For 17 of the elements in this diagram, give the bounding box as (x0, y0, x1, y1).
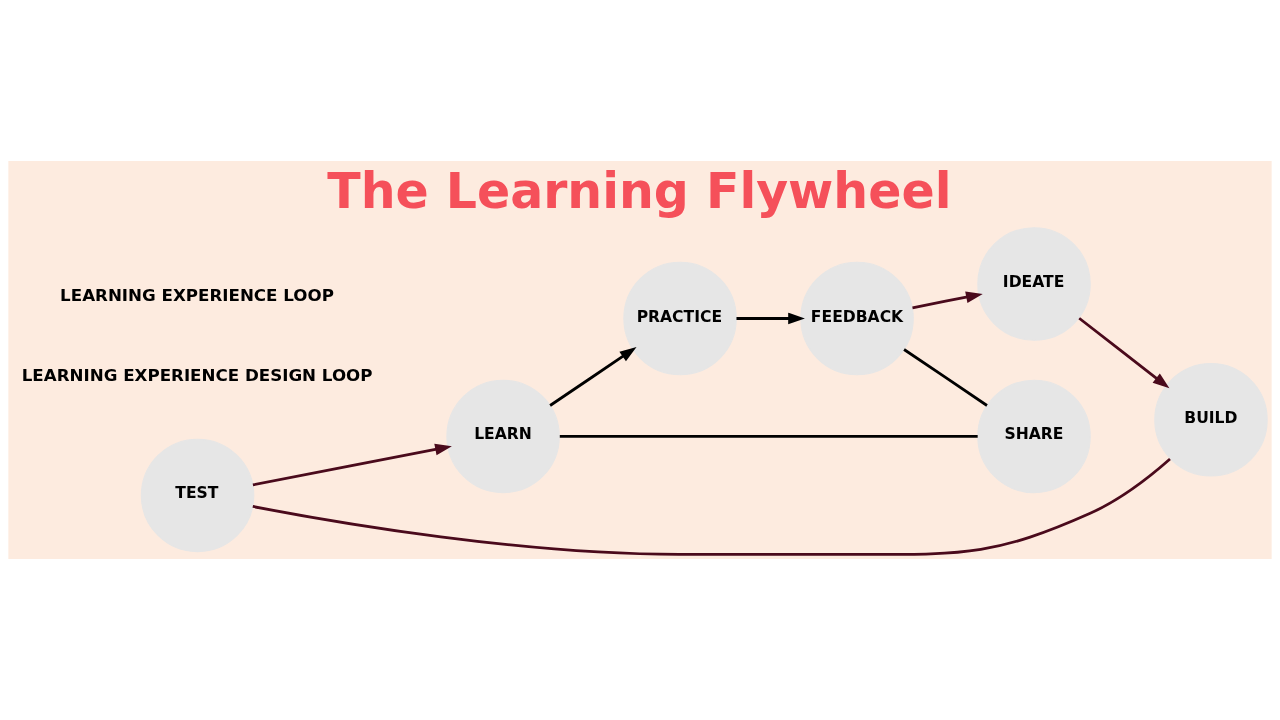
node-circle: IDEATE (977, 227, 1091, 341)
label: LEARNING EXPERIENCE DESIGN LOOP (21, 366, 373, 386)
connector (252, 458, 1171, 556)
arrow (736, 312, 805, 325)
diagram-title: The Learning Flywheel (327, 162, 952, 220)
arrow (252, 443, 452, 487)
connector (903, 348, 988, 407)
node-circle: FEEDBACK (800, 261, 914, 376)
node-circle: TEST (140, 438, 255, 553)
connector (559, 435, 978, 438)
node-circle: LEARN (446, 379, 560, 494)
node-circle: SHARE (977, 379, 1091, 494)
label: LEARNING EXPERIENCE LOOP (60, 286, 334, 306)
node-circle: PRACTICE (623, 261, 737, 376)
arrow (1078, 317, 1170, 389)
arrow (912, 291, 983, 310)
arrow (549, 347, 637, 407)
